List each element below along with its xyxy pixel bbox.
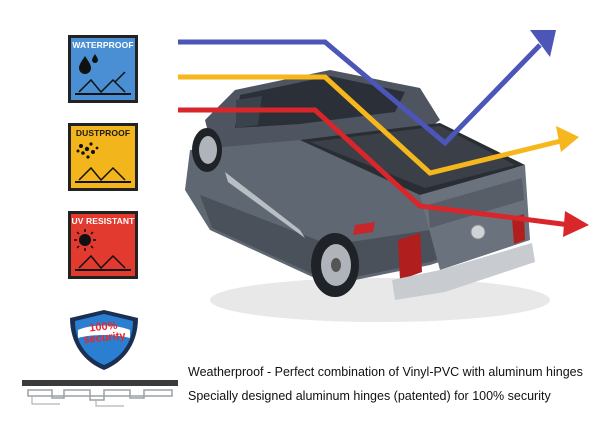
caption-hinges: Specially designed aluminum hinges (pate…	[188, 389, 551, 403]
uv-resistant-label: UV RESISTANT	[71, 216, 135, 226]
dustproof-badge: DUSTPROOF	[68, 123, 138, 191]
rear-wheel	[311, 233, 359, 297]
waterproof-badge: WATERPROOF	[68, 35, 138, 103]
uv-resistant-badge: UV RESISTANT	[68, 211, 138, 279]
security-shield-icon	[70, 310, 138, 370]
waterproof-label: WATERPROOF	[72, 40, 134, 50]
yellow-arrow	[178, 74, 579, 176]
aluminum-hinge-profile	[22, 380, 178, 407]
red-arrow	[178, 107, 589, 237]
sun-icon	[74, 229, 131, 271]
dustproof-label: DUSTPROOF	[75, 128, 131, 138]
dust-particles-icon	[75, 142, 131, 183]
front-wheel	[192, 128, 222, 172]
pickup-truck	[185, 70, 535, 300]
caption-weatherproof: Weatherproof - Perfect combination of Vi…	[188, 365, 583, 379]
water-drops-icon	[75, 54, 131, 95]
blue-arrow	[178, 30, 556, 147]
